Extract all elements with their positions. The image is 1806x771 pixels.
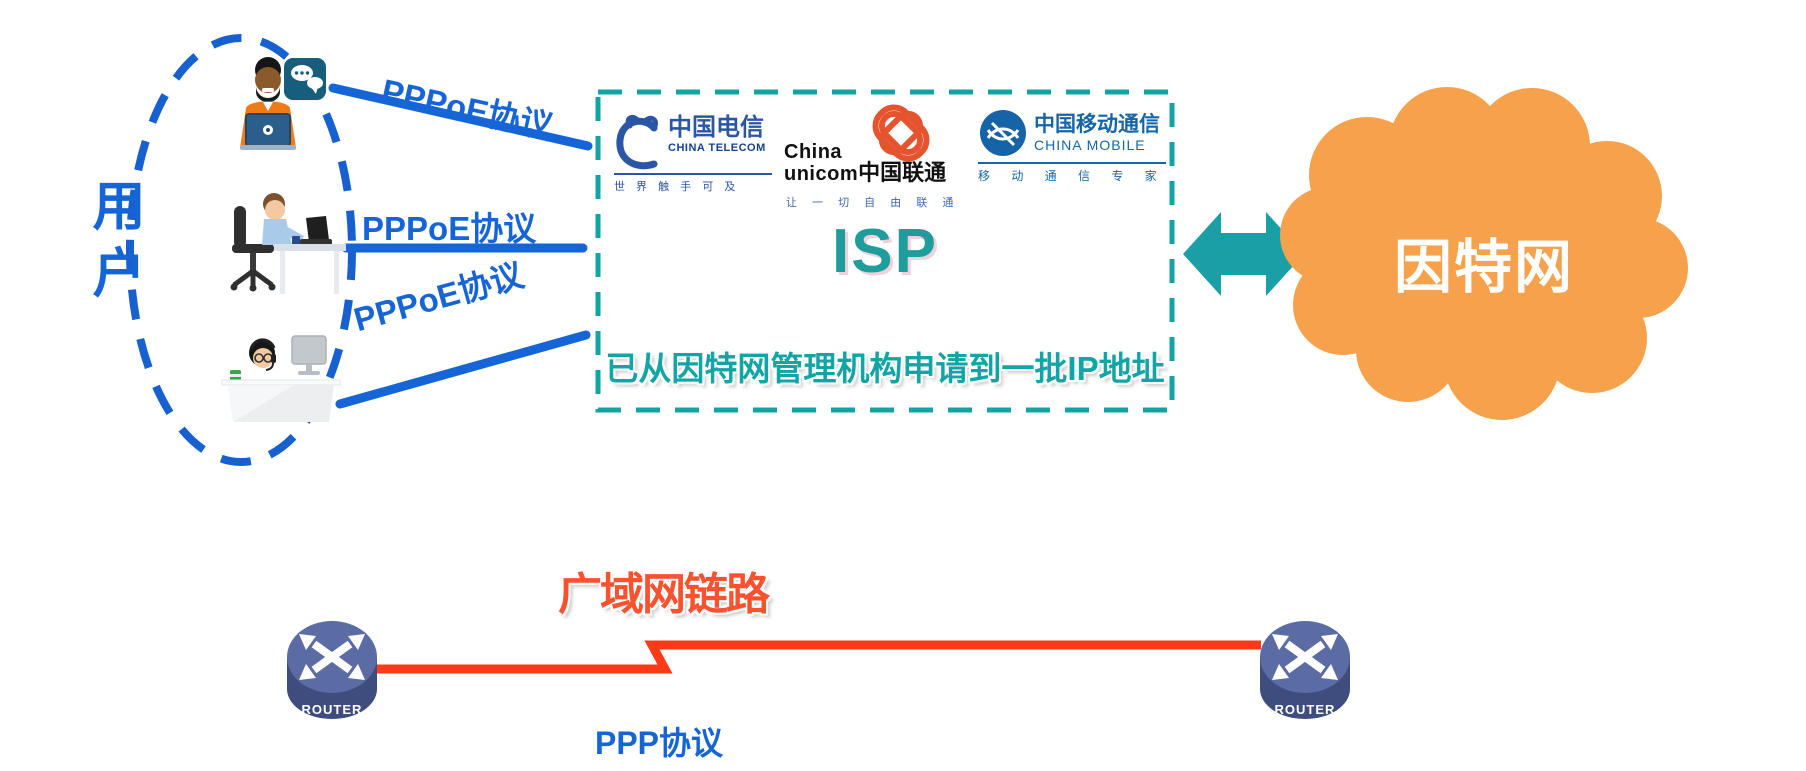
china-mobile-logo: 中国移动通信 CHINA MOBILE 移 动 通 信 专 家: [978, 108, 1166, 184]
china-telecom-slogan: 世 界 触 手 可 及: [614, 181, 740, 193]
isp-note: 已从因特网管理机构申请到一批IP地址: [605, 350, 1165, 387]
china-mobile-slogan: 移 动 通 信 专 家: [978, 169, 1166, 183]
pppoe-link-line-3: [335, 330, 591, 409]
pppoe-link-line-1: [328, 83, 593, 151]
china-mobile-rule: [978, 162, 1166, 164]
china-unicom-text: China unicom中国联通: [784, 142, 946, 184]
internet-cloud-shape: [1280, 87, 1688, 420]
router-left-icon: ROUTER: [287, 621, 377, 719]
bidirectional-arrow-icon: [1183, 212, 1304, 296]
users-group-label: 用户: [85, 178, 144, 312]
user-at-desk-illustration: [230, 193, 346, 294]
pppoe-label-2: PPPoE协议: [362, 210, 537, 247]
router-right-label: ROUTER: [1275, 702, 1336, 717]
china-unicom-cn: 中国联通: [858, 160, 947, 185]
internet-cloud-label: 因特网: [1393, 235, 1574, 300]
isp-title: ISP: [832, 217, 938, 286]
router-left-label: ROUTER: [302, 702, 363, 717]
china-mobile-en: CHINA MOBILE: [1034, 136, 1146, 153]
user-with-laptop-illustration: [240, 57, 326, 150]
ppp-protocol-label: PPP协议: [594, 725, 724, 761]
china-telecom-icon: [616, 114, 659, 170]
china-telecom-en: CHINA TELECOM: [668, 141, 766, 154]
support-agent-illustration: [221, 335, 341, 422]
china-mobile-cn: 中国移动通信: [1034, 113, 1160, 137]
router-right-icon: ROUTER: [1260, 621, 1350, 719]
wan-link-label: 广域网链路: [558, 570, 770, 619]
china-mobile-icon: [980, 110, 1026, 156]
isp-box-content: 中国电信 CHINA TELECOM 世 界 触 手 可 及 China uni…: [598, 92, 1172, 410]
china-unicom-en-top: China: [784, 141, 843, 163]
china-unicom-slogan: 让 一 切 自 由 联 通: [786, 197, 960, 209]
pppoe-links: [328, 83, 593, 409]
china-unicom-en-bottom: unicom: [784, 163, 859, 185]
china-telecom-rule: [614, 173, 772, 175]
china-telecom-logo: 中国电信 CHINA TELECOM 世 界 触 手 可 及: [614, 114, 772, 194]
china-unicom-logo: China unicom中国联通 让 一 切 自 由 联 通: [784, 96, 960, 218]
wan-link-line: [375, 640, 1261, 674]
china-unicom-knot-icon: [872, 104, 930, 162]
china-telecom-cn: 中国电信: [668, 114, 764, 141]
